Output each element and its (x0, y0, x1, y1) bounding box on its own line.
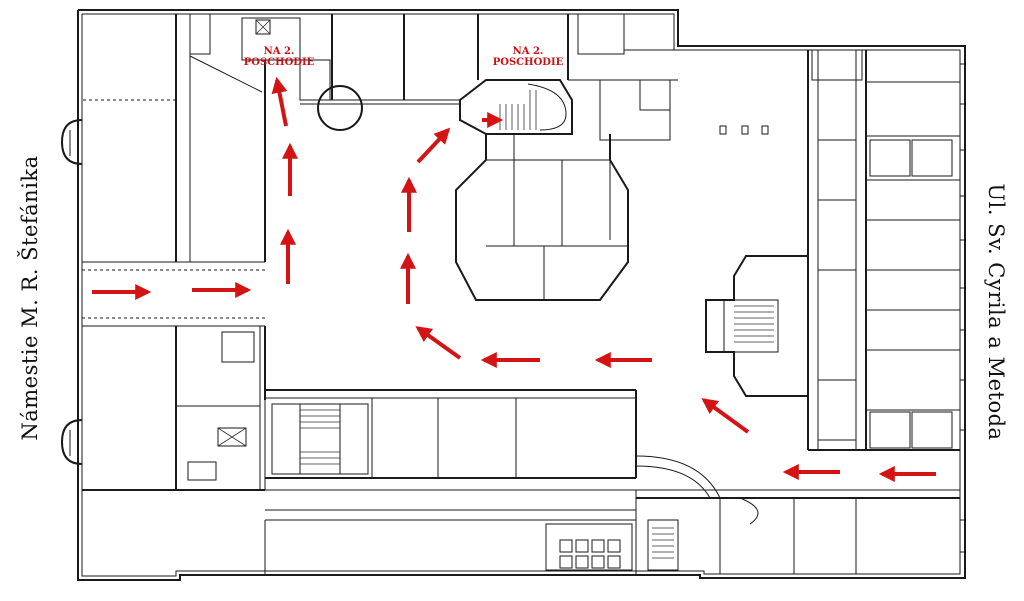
courtyard-pillars (719, 125, 769, 135)
route-arrow (415, 326, 462, 360)
left-street-label: Námestie M. R. Štefánika (18, 155, 42, 441)
right-stair (705, 255, 857, 397)
left-wing (60, 14, 266, 491)
lower-right-block (635, 455, 960, 574)
route-arrow (271, 76, 288, 127)
right-wing (807, 49, 960, 451)
building-outline (77, 9, 966, 581)
right-facade-windows (960, 63, 966, 553)
floor-label-left-line1: NA 2. (263, 46, 295, 57)
stair-hall (459, 79, 573, 135)
lower-wing (264, 389, 637, 575)
route-arrows (92, 76, 936, 482)
floor-label-right: NA 2. POSCHODIE (488, 46, 568, 68)
top-block (189, 13, 678, 141)
floor-label-left-line2: POSCHODIE (243, 57, 315, 68)
right-street-label: Ul. Sv. Cyrila a Metoda (984, 183, 1008, 441)
floor-label-right-line1: NA 2. (512, 46, 544, 57)
floor-label-left: NA 2. POSCHODIE (241, 46, 317, 68)
central-wing (455, 134, 629, 301)
floor-label-right-line2: POSCHODIE (492, 57, 564, 68)
route-arrow (416, 127, 451, 164)
route-arrow (701, 398, 750, 434)
